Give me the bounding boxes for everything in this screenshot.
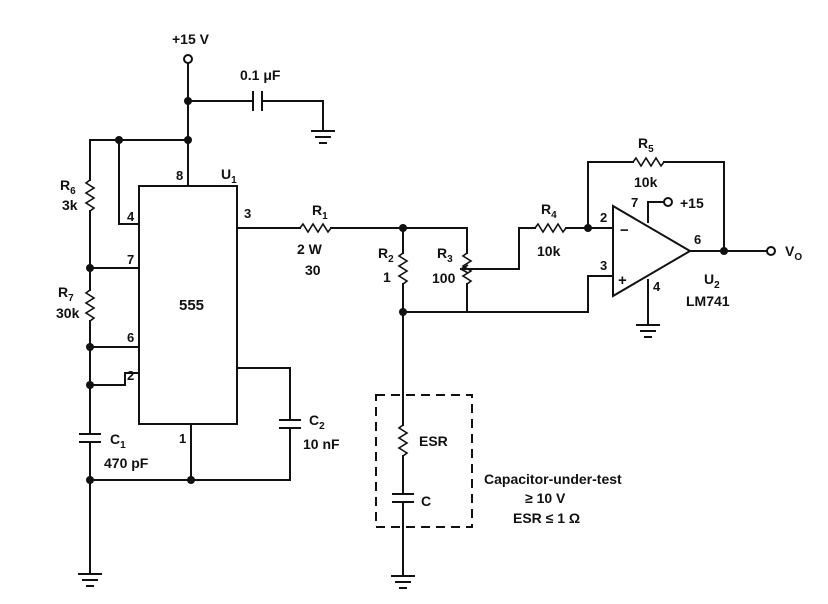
svg-text:R4: R4 [541, 201, 557, 221]
r1-power: 2 W [297, 241, 323, 257]
c2-value: 10 nF [303, 436, 340, 452]
opamp-part: LM741 [686, 293, 730, 309]
svg-text:R6: R6 [60, 177, 76, 197]
svg-text:R2: R2 [378, 245, 394, 265]
r3-top-wire [402, 227, 468, 254]
svg-text:C2: C2 [309, 412, 325, 432]
ground-symbol [311, 130, 335, 144]
svg-text:3: 3 [600, 258, 607, 273]
c2-capacitor: C2 10 nF [279, 412, 340, 481]
supply-plus15v: +15 V [172, 31, 210, 64]
pin2-wire [89, 372, 140, 386]
svg-text:U2: U2 [704, 271, 720, 291]
opamp-supply-terminal [663, 197, 673, 207]
bypass-capacitor: 0.1 μF [187, 67, 324, 131]
esr-label: ESR [419, 433, 448, 449]
svg-text:7: 7 [631, 195, 638, 210]
svg-text:R7: R7 [58, 284, 74, 304]
output-terminal [766, 246, 776, 256]
r2-resistor: R2 1 [378, 227, 409, 396]
opamp-supply-wire [647, 201, 665, 223]
junction [720, 247, 728, 255]
ground-symbol [391, 575, 415, 589]
svg-text:1: 1 [179, 431, 186, 446]
svg-text:8: 8 [176, 168, 183, 183]
capacitor-under-test-box: ESR C [375, 394, 473, 576]
svg-text:7: 7 [127, 252, 134, 267]
r1-value: 30 [305, 262, 321, 278]
c1-value: 470 pF [104, 455, 149, 471]
svg-text:4: 4 [127, 209, 135, 224]
c2-top-wire [236, 367, 291, 421]
bypass-cap-value: 0.1 μF [240, 67, 281, 83]
opamp-lm741: − + 2 3 7 4 6 U2 LM741 [600, 195, 730, 309]
dut-spec-esr: ESR ≤ 1 Ω [513, 510, 580, 526]
timer-part: 555 [179, 297, 204, 314]
svg-text:6: 6 [694, 232, 701, 247]
svg-text:R1: R1 [312, 202, 328, 222]
r2-value: 1 [383, 269, 391, 285]
r1-resistor: R1 2 W 30 [236, 202, 404, 278]
r7-value: 30k [56, 305, 80, 321]
r6-resistor: R6 3k [60, 139, 96, 269]
svg-text:2: 2 [127, 368, 134, 383]
svg-text:U1: U1 [221, 166, 237, 186]
r3-potentiometer: R3 100 [432, 227, 520, 313]
svg-text:−: − [620, 222, 629, 239]
r6-value: 3k [62, 197, 78, 213]
svg-text:3: 3 [244, 206, 251, 221]
svg-text:C1: C1 [110, 431, 126, 451]
timer-555: 555 U1 8 4 3 7 6 2 1 [127, 166, 251, 446]
r5-value: 10k [634, 174, 658, 190]
opamp-supply-label: +15 [680, 195, 704, 211]
c1-capacitor: C1 470 pF [79, 397, 149, 574]
r4-value: 10k [537, 243, 561, 259]
pin4-wire [118, 139, 140, 225]
dut-title: Capacitor-under-test [484, 471, 622, 487]
r5-resistor: R5 10k [587, 135, 725, 251]
svg-text:4: 4 [653, 279, 661, 294]
r3-value: 100 [432, 270, 456, 286]
noninv-wire [402, 275, 614, 313]
r4-resistor: R4 10k [518, 201, 614, 259]
svg-text:R5: R5 [638, 135, 654, 155]
svg-text:6: 6 [127, 330, 134, 345]
svg-text:2: 2 [600, 210, 607, 225]
svg-text:R3: R3 [437, 245, 453, 265]
supply-label: +15 V [172, 31, 210, 47]
r7-resistor: R7 30k [56, 267, 96, 399]
svg-text:+: + [618, 272, 627, 289]
dut-spec-voltage: ≥ 10 V [525, 490, 566, 506]
output-label: VO [785, 243, 802, 263]
ground-symbol [78, 573, 102, 587]
ground-symbol [636, 324, 660, 338]
dut-cap-label: C [421, 493, 431, 509]
